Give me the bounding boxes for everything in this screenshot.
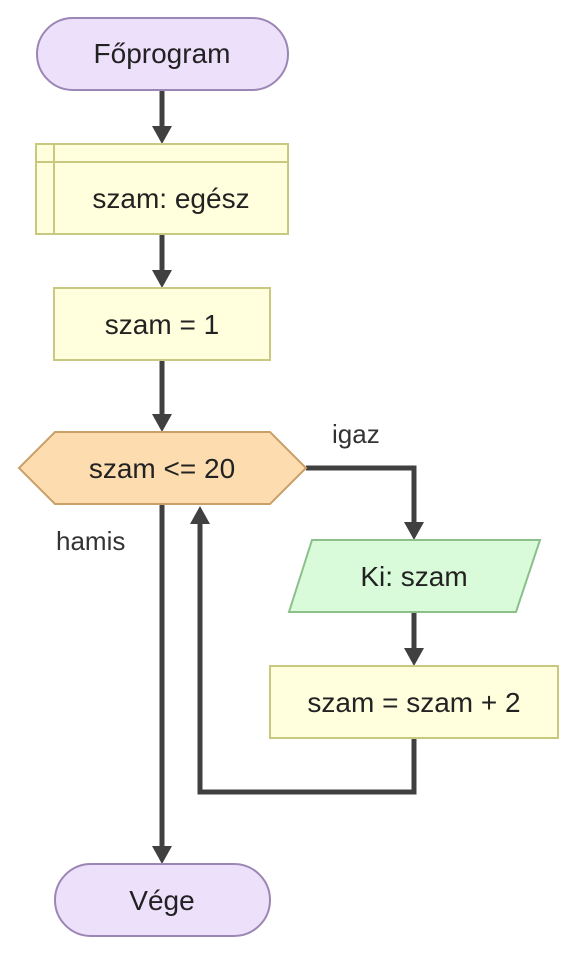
output-label: Ki: szam	[360, 561, 467, 592]
edges	[152, 90, 424, 864]
arrowhead-condition	[152, 414, 172, 432]
true-branch-label: igaz	[332, 419, 380, 449]
increment-label: szam = szam + 2	[307, 687, 520, 718]
arrowhead-declare	[152, 126, 172, 144]
end-terminator-shape	[54, 863, 271, 937]
declare-shape	[35, 143, 289, 235]
init-node: szam = 1	[53, 287, 271, 361]
arrowhead-end	[152, 846, 172, 864]
output-shape	[287, 539, 542, 613]
start-terminator-shape	[36, 17, 289, 91]
declare-node: szam: egész	[35, 143, 289, 235]
output-node: Ki: szam	[287, 539, 542, 613]
declare-label: szam: egész	[92, 183, 249, 214]
condition-label: szam <= 20	[89, 453, 235, 484]
start-label: Főprogram	[94, 38, 231, 69]
start-node: Főprogram	[36, 17, 289, 91]
condition-node: szam <= 20	[17, 431, 308, 505]
increment-shape	[269, 665, 559, 739]
end-node: Vége	[54, 863, 271, 937]
init-label: szam = 1	[105, 309, 219, 340]
end-label: Vége	[129, 885, 194, 916]
arrowhead-init	[152, 270, 172, 288]
arrowhead-output	[404, 522, 424, 540]
edge-true-branch	[306, 465, 417, 524]
increment-node: szam = szam + 2	[269, 665, 559, 739]
arrowhead-increment	[404, 648, 424, 666]
arrowhead-loop	[190, 506, 210, 524]
false-branch-label: hamis	[56, 526, 125, 556]
edge-loop-back	[197, 522, 417, 795]
condition-shape	[17, 431, 308, 505]
init-shape	[53, 287, 271, 361]
